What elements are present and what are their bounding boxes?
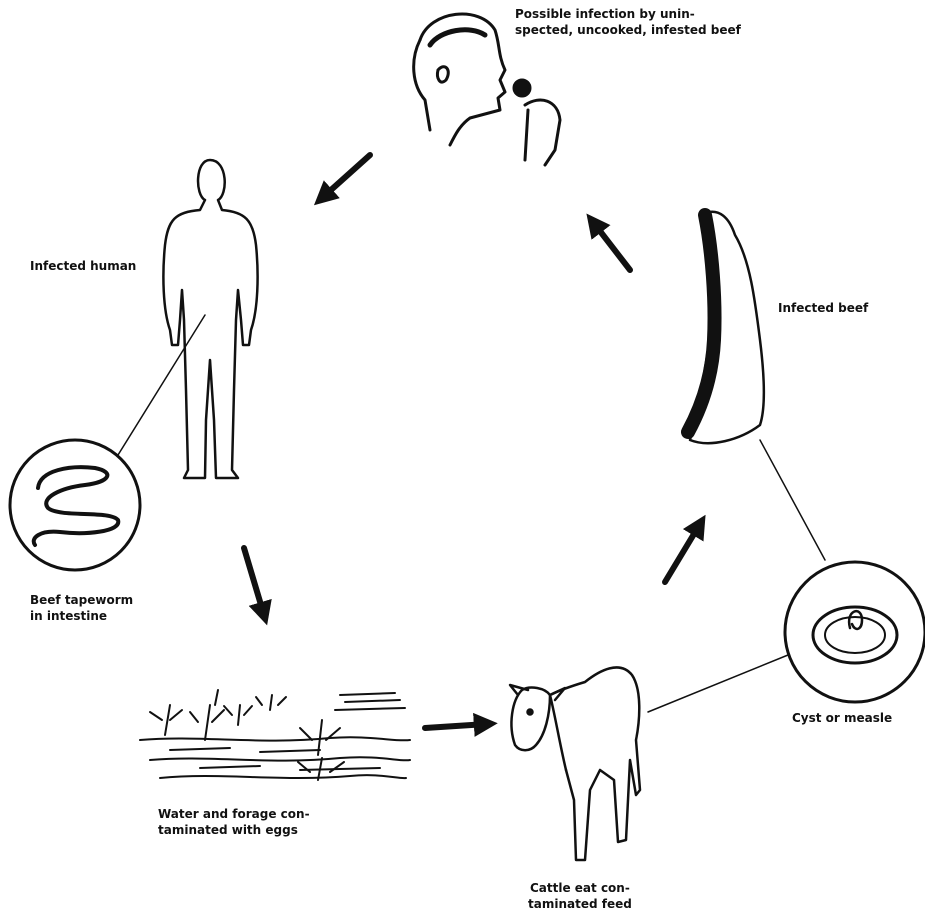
tapeworm-label: Beef tapeworm in intestine (30, 592, 133, 624)
human-figure-illustration (163, 160, 257, 478)
arrow-person-to-human (322, 155, 370, 198)
infection-label-line1: Possible infection by unin- (515, 6, 741, 22)
beef-carcass-illustration (688, 212, 764, 443)
cycle-arrows (244, 155, 700, 728)
tapeworm-label-line1: Beef tapeworm (30, 592, 133, 608)
cyst-label: Cyst or measle (792, 710, 892, 726)
infection-label-line2: spected, uncooked, infested beef (515, 22, 741, 38)
arrow-beef-to-person (593, 222, 630, 270)
infected-beef-label: Infected beef (778, 300, 868, 316)
cattle-label-line2: taminated feed (528, 896, 632, 912)
infection-label: Possible infection by unin- spected, unc… (515, 6, 741, 38)
water-label-line2: taminated with eggs (158, 822, 310, 838)
cattle-label: Cattle eat con- taminated feed (528, 880, 632, 912)
tapeworm-magnified-circle (10, 315, 205, 570)
tapeworm-label-line2: in intestine (30, 608, 133, 624)
cyst-magnified-circle (648, 440, 925, 712)
arrow-human-to-water (244, 548, 264, 615)
water-forage-illustration (140, 690, 410, 780)
infected-human-label: Infected human (30, 258, 136, 274)
cattle-label-line1: Cattle eat con- (528, 880, 632, 896)
arrow-cattle-to-beef (665, 524, 700, 582)
cow-illustration (510, 667, 640, 860)
water-label-line1: Water and forage con- (158, 806, 310, 822)
water-label: Water and forage con- taminated with egg… (158, 806, 310, 838)
arrow-water-to-cattle (425, 724, 487, 728)
